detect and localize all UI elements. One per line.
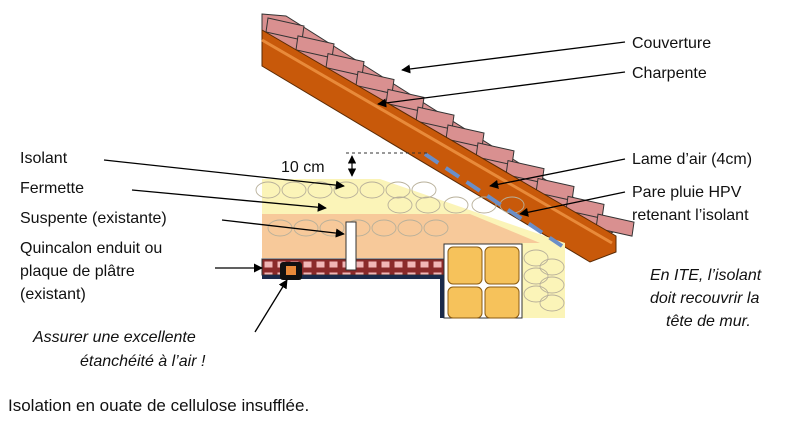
- fibre-loop: [359, 181, 385, 199]
- label-fermette: Fermette: [20, 180, 84, 197]
- fibre-loop: [423, 219, 449, 237]
- fibre-loop: [443, 196, 469, 214]
- fibre-loop: [397, 219, 423, 237]
- arrow-lame-air: [489, 158, 626, 189]
- fibre-loop: [333, 181, 359, 199]
- fibre-loop: [539, 294, 565, 312]
- note-etancheite-1: Assurer une excellente: [32, 329, 196, 346]
- arrow-suspente: [221, 219, 345, 238]
- roof-tile: [595, 213, 635, 237]
- fibre-loop: [385, 181, 411, 199]
- note-etancheite-2: étanchéité à l’air !: [80, 353, 206, 370]
- label-lame-air: Lame d’air (4cm): [632, 151, 752, 168]
- fibre-loop: [281, 181, 307, 199]
- label-isolant: Isolant: [20, 150, 68, 167]
- arrow-pare-pluie: [519, 191, 626, 217]
- caption: Isolation en ouate de cellulose insufflé…: [8, 396, 310, 415]
- fibre-loop: [415, 196, 441, 214]
- wall-blocks: [443, 243, 523, 319]
- note-ite-1: En ITE, l’isolant: [650, 267, 762, 284]
- rafter-beam: [261, 29, 617, 263]
- fibre-loop: [387, 196, 413, 214]
- label-pare-pluie-1: Pare pluie HPV: [632, 184, 742, 201]
- label-quincalon-3: (existant): [20, 286, 86, 303]
- label-couverture: Couverture: [632, 35, 711, 52]
- arrow-isolant: [103, 159, 345, 190]
- fibre-loop: [371, 219, 397, 237]
- fibre-loop: [319, 219, 345, 237]
- fibre-loop: [523, 249, 549, 267]
- label-charpente: Charpente: [632, 65, 707, 82]
- suspente: [345, 221, 357, 271]
- fibre-loop: [471, 196, 497, 214]
- arrow-fermette: [131, 189, 327, 212]
- arrow-etancheite: [254, 279, 288, 333]
- label-suspente: Suspente (existante): [20, 210, 167, 227]
- label-quincalon-1: Quincalon enduit ou: [20, 240, 162, 257]
- label-quincalon-2: plaque de plâtre: [20, 263, 135, 280]
- air-gap-line: [423, 152, 564, 248]
- fibre-loop: [255, 181, 281, 199]
- fibre-loop: [523, 285, 549, 303]
- leader-lines: [103, 41, 626, 333]
- arrow-charpente: [377, 71, 626, 108]
- fibre-loop: [539, 258, 565, 276]
- fibre-loop: [523, 267, 549, 285]
- label-pare-pluie-2: retenant l’isolant: [632, 207, 749, 224]
- dimension-10cm: 10 cm: [281, 152, 430, 177]
- note-ite-2: doit recouvrir la: [650, 290, 759, 307]
- note-ite-3: tête de mur.: [666, 313, 751, 330]
- dimension-label: 10 cm: [281, 159, 325, 176]
- fibre-loop: [539, 276, 565, 294]
- rafter-highlight: [261, 38, 613, 245]
- rafter: [261, 29, 617, 263]
- fibre-loop: [307, 181, 333, 199]
- fibre-loop: [411, 181, 437, 199]
- arrow-couverture: [401, 41, 626, 74]
